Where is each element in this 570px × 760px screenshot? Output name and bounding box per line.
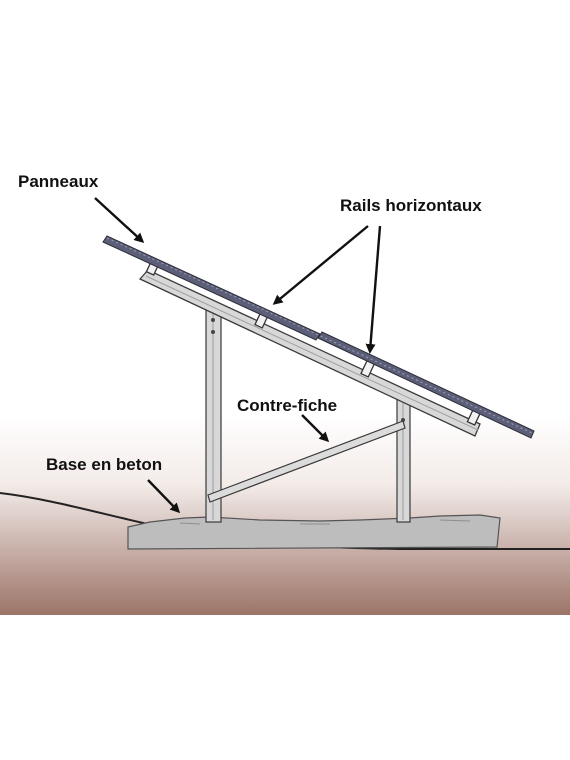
beam-detail — [145, 275, 479, 431]
arrow-contre-fiche — [301, 414, 330, 443]
base-texture — [179, 519, 471, 525]
arrow-panneaux — [94, 197, 145, 244]
inclined-beam — [138, 269, 481, 437]
solar-panel — [102, 235, 321, 341]
arrow-rails-1 — [272, 225, 369, 305]
label-panneaux: Panneaux — [18, 172, 99, 191]
concrete-base — [127, 514, 501, 550]
label-rails-horizontaux: Rails horizontaux — [340, 196, 482, 215]
arrow-base — [147, 479, 181, 514]
ground-background — [0, 415, 570, 615]
solar-panel — [317, 331, 535, 439]
label-base-en-beton: Base en beton — [46, 455, 162, 474]
rear-post-bolt — [211, 318, 215, 322]
diagonal-brace — [207, 420, 406, 503]
label-contre-fiche: Contre-fiche — [237, 396, 337, 415]
arrow-rails-2 — [365, 225, 382, 354]
rear-post-bolt — [211, 330, 215, 334]
